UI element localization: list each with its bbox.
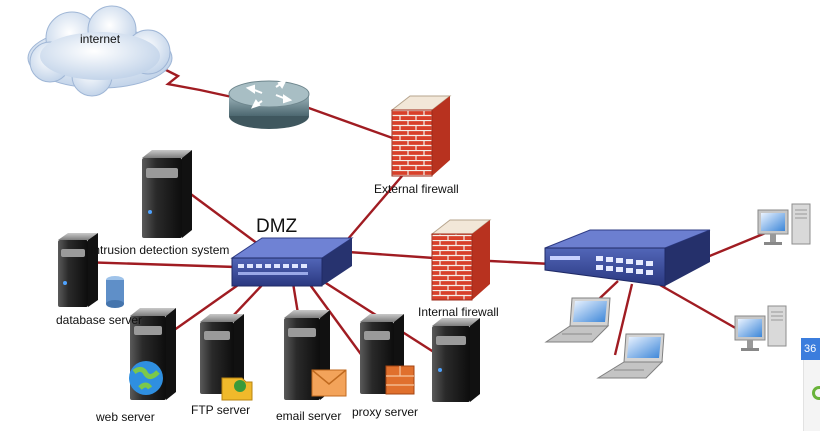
ftp-server-icon: [200, 314, 253, 401]
link-switch-laptop2: [613, 283, 634, 356]
link-proxy-dmz: [307, 281, 364, 358]
link-router-external-firewall: [305, 105, 399, 142]
proxy-server-icon: [360, 314, 415, 395]
email-server-icon: [284, 310, 347, 400]
internal-firewall-icon: [430, 219, 492, 301]
database-server-icon: [58, 233, 124, 308]
desktop-computer-icon: [734, 305, 787, 351]
edge-panel: [803, 360, 820, 431]
core-switch-icon: [544, 229, 711, 287]
link-dmz-internal-firewall: [347, 250, 435, 260]
proxy-server-label: proxy server: [352, 405, 419, 419]
web-server-label: web server: [96, 410, 155, 424]
edge-arc-icon: [812, 386, 820, 400]
link-ids-dmz: [187, 191, 263, 248]
email-server-label: email server: [276, 409, 342, 423]
laptop-icon: [544, 297, 611, 343]
internet-cloud-icon: [27, 5, 173, 97]
edge-badge[interactable]: 36: [801, 338, 820, 360]
link-internal-firewall-switch: [489, 259, 553, 266]
dmz-label: DMZ: [256, 216, 298, 237]
ids-server-icon: [142, 150, 192, 238]
link-database-dmz: [79, 260, 237, 269]
web-server-icon: [129, 308, 176, 400]
external-firewall-label: External firewall: [374, 182, 459, 196]
laptop-icon: [596, 333, 665, 379]
internet-label: internet: [80, 32, 121, 46]
server-icon: [432, 318, 480, 402]
link-internet-router: [149, 60, 233, 99]
ids-label: Intrusion detection system: [90, 243, 230, 257]
internal-firewall-label: Internal firewall: [418, 305, 499, 319]
database-server-label: database server: [56, 313, 143, 327]
link-external-firewall-dmz: [341, 175, 403, 247]
desktop-computer-icon: [757, 203, 811, 245]
external-firewall-icon: [390, 95, 452, 177]
dmz-switch-icon: [230, 237, 354, 287]
ftp-server-label: FTP server: [191, 403, 251, 417]
router-icon: [228, 79, 310, 129]
